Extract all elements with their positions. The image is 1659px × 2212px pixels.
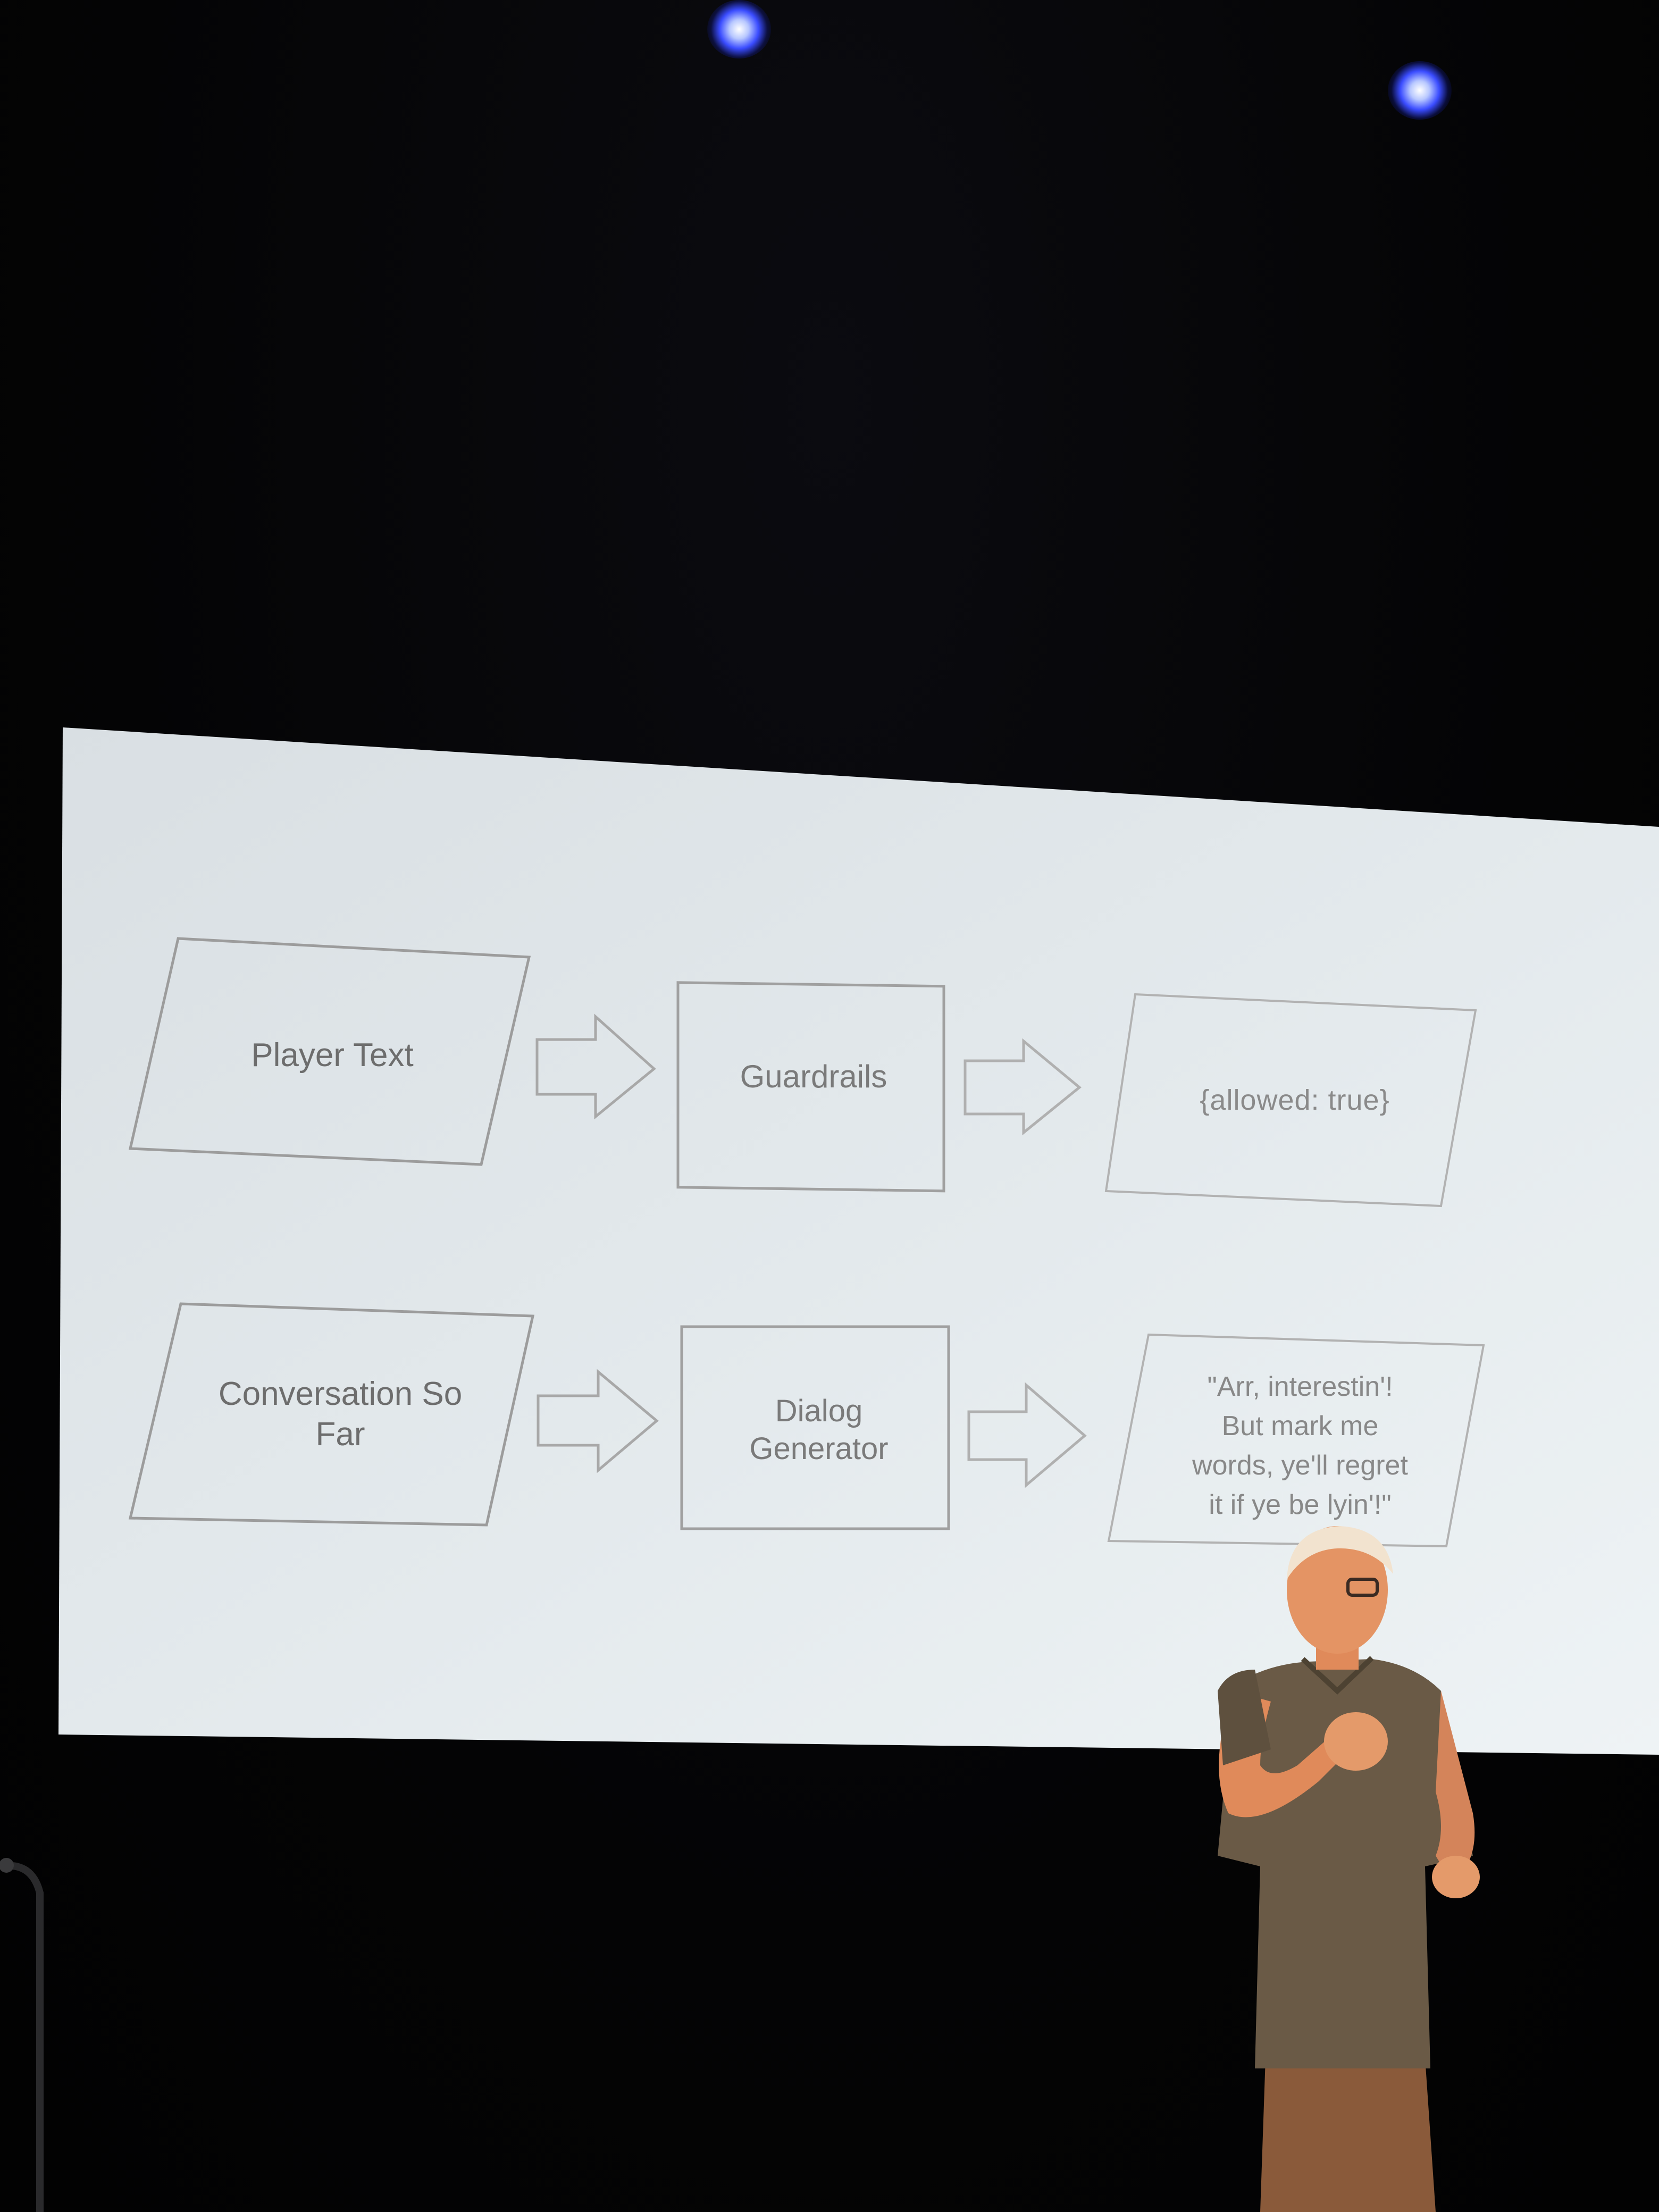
- dialog-generator-label: Dialog Generator: [686, 1377, 952, 1484]
- conversation-so-far-label: Conversation So Far: [160, 1367, 521, 1462]
- quote-line-2: But mark me: [1221, 1411, 1379, 1442]
- stage-light-left: [707, 0, 771, 58]
- pirate-quote-label: "Arr, interestin'! But mark me words, ye…: [1117, 1361, 1484, 1531]
- dialog-line-1: Dialog: [775, 1394, 863, 1429]
- presenter: [1218, 1526, 1480, 2212]
- player-text-label: Player Text: [251, 1037, 414, 1074]
- guardrails-label: Guardrails: [740, 1059, 887, 1095]
- dialog-line-2: Generator: [749, 1431, 889, 1466]
- arrow-2: [963, 1038, 1082, 1136]
- arrow-1: [535, 1013, 656, 1120]
- stage-light-right: [1388, 61, 1452, 120]
- conversation-line-2: Far: [315, 1416, 365, 1453]
- conversation-line-1: Conversation So: [218, 1376, 463, 1413]
- arrow-4: [967, 1382, 1087, 1488]
- allowed-shape: [1104, 993, 1477, 1208]
- allowed-output-label: {allowed: true}: [1200, 1084, 1390, 1117]
- arrow-3: [537, 1369, 659, 1473]
- dialog-generator-box: [680, 1325, 950, 1530]
- slide-surface: [58, 727, 1659, 1755]
- quote-line-1: "Arr, interestin'!: [1207, 1371, 1393, 1403]
- quote-shape: [1107, 1333, 1485, 1548]
- quote-line-4: it if ye be lyin'!": [1209, 1489, 1392, 1520]
- microphone-stand: [0, 1858, 44, 2212]
- guardrails-box: [676, 981, 945, 1193]
- player-text-shape: [128, 937, 531, 1166]
- quote-line-3: words, ye'll regret: [1192, 1450, 1408, 1481]
- conversation-shape: [128, 1302, 535, 1527]
